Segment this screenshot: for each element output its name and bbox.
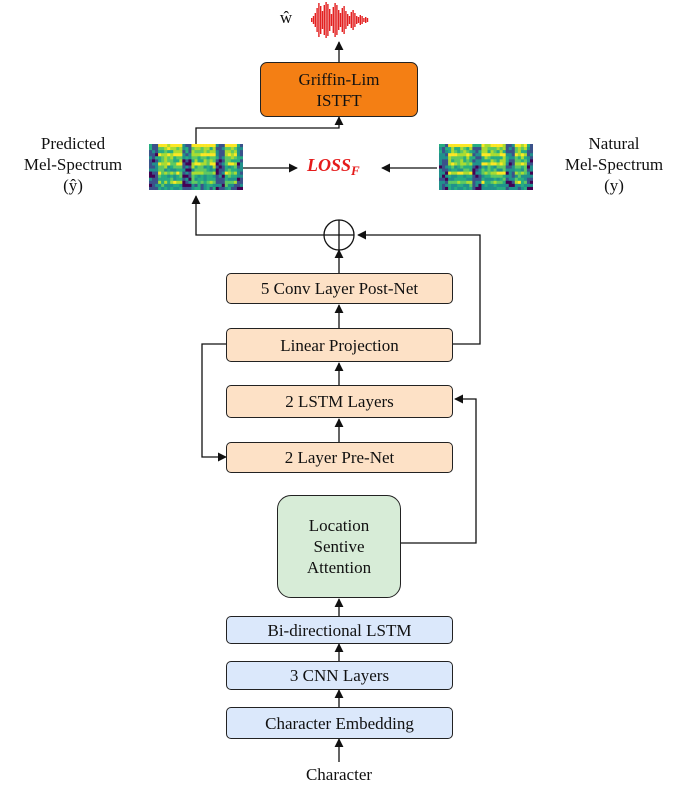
griffin-lim-label-1: Griffin-Lim	[298, 69, 380, 89]
natural-label-line-1: Natural	[588, 134, 640, 153]
predicted-label-line-1: Predicted	[40, 134, 106, 153]
lstm-layers-label: 2 LSTM Layers	[285, 392, 394, 411]
sum-icon	[323, 219, 355, 251]
linear-projection-block: Linear Projection	[226, 328, 453, 362]
loss-subscript: F	[351, 163, 360, 178]
natural-mel-label: Natural Mel-Spectrum (y)	[540, 133, 688, 196]
post-net-label: 5 Conv Layer Post-Net	[260, 279, 419, 298]
embedding-block: Character Embedding	[226, 707, 453, 739]
griffin-lim-block: Griffin-Lim ISTFT	[260, 62, 418, 117]
attention-label-3: Attention	[306, 558, 372, 577]
predicted-label-line-3: (ŷ)	[63, 176, 83, 195]
post-net-block: 5 Conv Layer Post-Net	[226, 273, 453, 304]
attention-label-2: Sentive	[313, 537, 365, 556]
predicted-mel-label: Predicted Mel-Spectrum (ŷ)	[0, 133, 146, 196]
lstm-layers-block: 2 LSTM Layers	[226, 385, 453, 418]
attention-label-1: Location	[308, 516, 370, 535]
cnn-block: 3 CNN Layers	[226, 661, 453, 690]
output-symbol: ŵ	[279, 8, 293, 27]
bilstm-label: Bi-directional LSTM	[267, 620, 412, 640]
pre-net-label: 2 Layer Pre-Net	[284, 448, 395, 467]
loss-label: LOSSF	[307, 155, 360, 179]
waveform-icon	[311, 2, 369, 38]
bilstm-block: Bi-directional LSTM	[226, 616, 453, 644]
predicted-label-line-2: Mel-Spectrum	[23, 155, 123, 174]
predicted-spectrogram-icon	[149, 144, 243, 190]
natural-spectrogram-icon	[439, 144, 533, 190]
loss-base: LOSS	[307, 155, 352, 175]
natural-label-line-2: Mel-Spectrum	[564, 155, 664, 174]
pre-net-block: 2 Layer Pre-Net	[226, 442, 453, 473]
input-label: Character	[305, 765, 373, 784]
linear-projection-label: Linear Projection	[280, 335, 399, 355]
embedding-label: Character Embedding	[265, 713, 414, 733]
attention-block: Location Sentive Attention	[277, 495, 401, 598]
griffin-lim-label-2: ISTFT	[316, 90, 362, 110]
natural-label-line-3: (y)	[604, 176, 624, 195]
cnn-label: 3 CNN Layers	[289, 666, 390, 685]
